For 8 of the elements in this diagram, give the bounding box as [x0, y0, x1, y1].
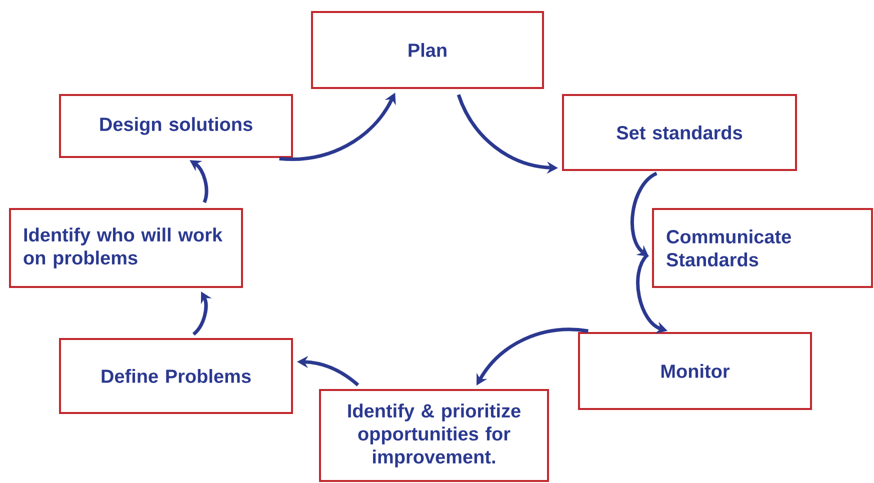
- process-box: Identify who will work on problems: [9, 208, 243, 288]
- process-box: Plan: [311, 11, 544, 89]
- process-box: Identify & prioritize opportunities for improvement.: [319, 389, 549, 482]
- process-box: Set standards: [562, 94, 797, 171]
- process-box: Communicate Standards: [652, 208, 873, 288]
- process-box: Design solutions: [59, 94, 293, 158]
- process-box: Define Problems: [59, 338, 293, 414]
- process-box: Monitor: [578, 332, 812, 410]
